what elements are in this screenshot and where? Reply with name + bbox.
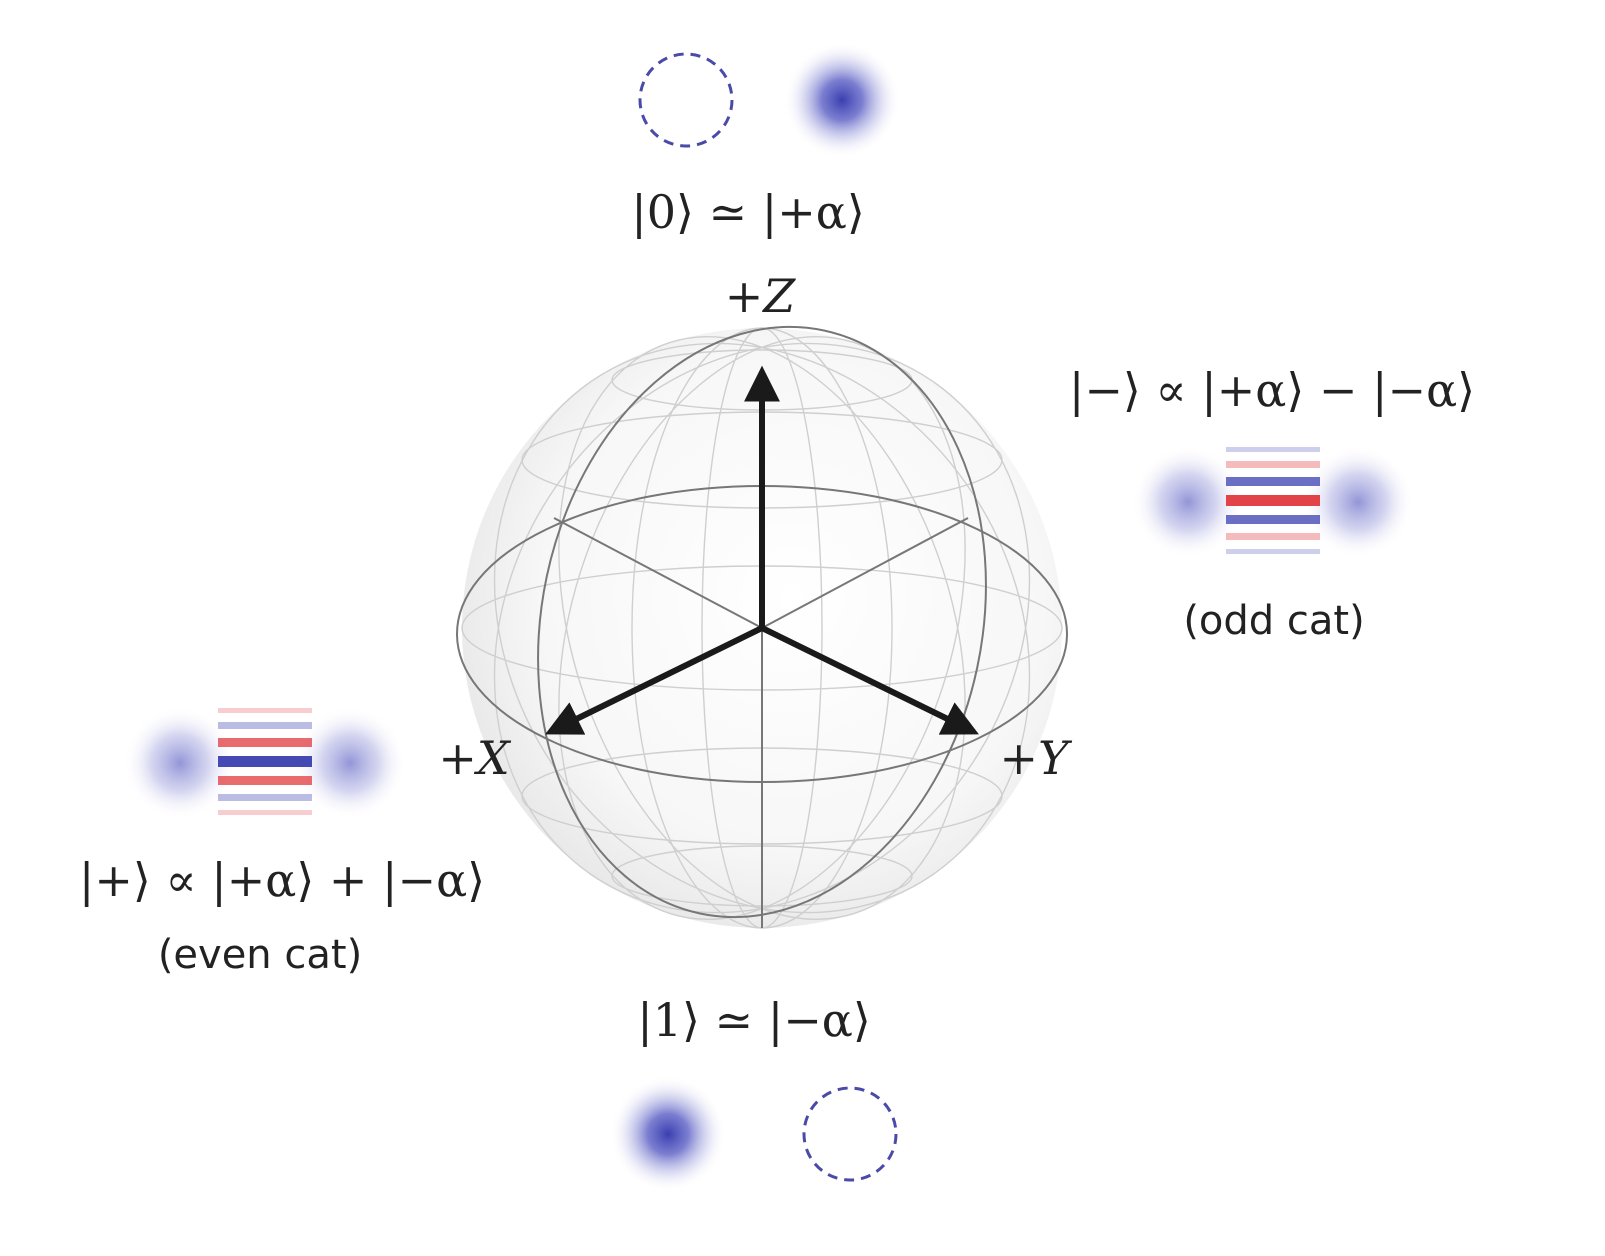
even-cat-caption: (even cat) xyxy=(158,932,362,978)
state-zero-label: |0⟩ ≃ |+α⟩ xyxy=(631,185,865,239)
sphere-grid-main xyxy=(456,325,1068,928)
z-axis-label: +Z xyxy=(725,269,797,323)
state-minus: |−⟩ ∝ |+α⟩ − |−α⟩ (odd cat) xyxy=(1069,363,1475,644)
even-cat-fringes xyxy=(218,708,312,815)
state-plus: |+⟩ ∝ |+α⟩ + |−α⟩ (even cat) xyxy=(79,707,485,978)
state-one: |1⟩ ≃ |−α⟩ xyxy=(610,993,898,1192)
meridian-xz xyxy=(537,325,987,919)
state-plus-label: |+⟩ ∝ |+α⟩ + |−α⟩ xyxy=(79,853,485,907)
coherent-state-blob-icon xyxy=(610,1076,726,1192)
diag-line-2 xyxy=(761,517,969,629)
dashed-circle-icon xyxy=(802,1086,898,1182)
diag-line-1 xyxy=(553,517,763,629)
state-zero: |0⟩ ≃ |+α⟩ xyxy=(631,42,900,239)
x-axis-arrow xyxy=(545,625,764,735)
odd-cat-caption: (odd cat) xyxy=(1183,598,1364,644)
odd-cat-fringes xyxy=(1226,447,1320,554)
dashed-circle-icon xyxy=(638,52,734,148)
y-axis-label: +Y xyxy=(1000,731,1074,785)
odd-cat-wigner-icon xyxy=(1132,446,1414,558)
even-cat-wigner-icon xyxy=(124,707,406,819)
state-minus-label: |−⟩ ∝ |+α⟩ − |−α⟩ xyxy=(1069,363,1475,417)
axes xyxy=(545,365,979,735)
coherent-state-blob-icon xyxy=(784,42,900,158)
state-one-label: |1⟩ ≃ |−α⟩ xyxy=(637,993,871,1047)
y-axis-arrow xyxy=(760,625,979,735)
x-axis-label: +X xyxy=(438,731,512,785)
